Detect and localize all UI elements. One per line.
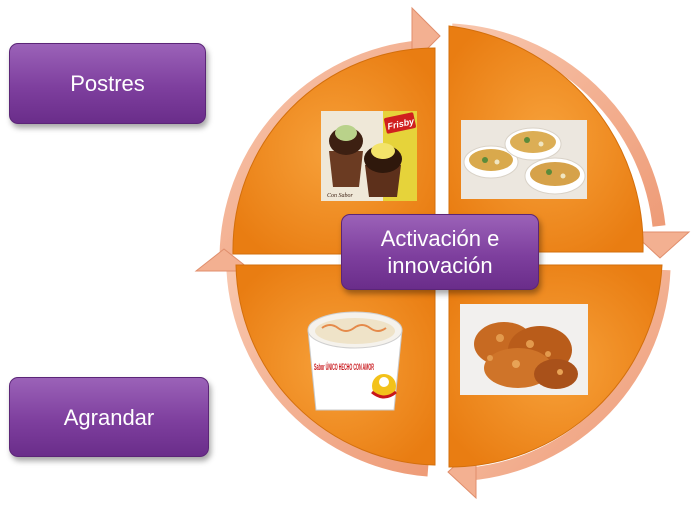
agrandar-label: Agrandar xyxy=(63,404,155,430)
postres-label: Postres xyxy=(70,71,145,96)
ring-arc-bottom-right xyxy=(469,269,671,481)
agrandar-label-box: Agrandar xyxy=(9,377,209,457)
ring-arc-top-left xyxy=(219,40,419,259)
arrowhead-right xyxy=(630,231,691,259)
soup-photo xyxy=(461,120,587,199)
dessert-caption: Con Sabor xyxy=(327,193,354,199)
coleslaw-cup-photo: Sabor ÚNICO HECHO CON AMOR xyxy=(302,308,408,414)
fried-chicken-photo xyxy=(460,304,588,395)
center-label: Activación e innovación xyxy=(380,226,500,278)
center-label-box: Activación e innovación xyxy=(341,214,539,290)
cup-text: Sabor ÚNICO HECHO CON AMOR xyxy=(314,361,374,372)
ring-arc-bottom-left xyxy=(226,270,429,477)
postres-label-box: Postres xyxy=(9,43,206,124)
dessert-photo: Frisby Con Sabor xyxy=(321,111,417,201)
